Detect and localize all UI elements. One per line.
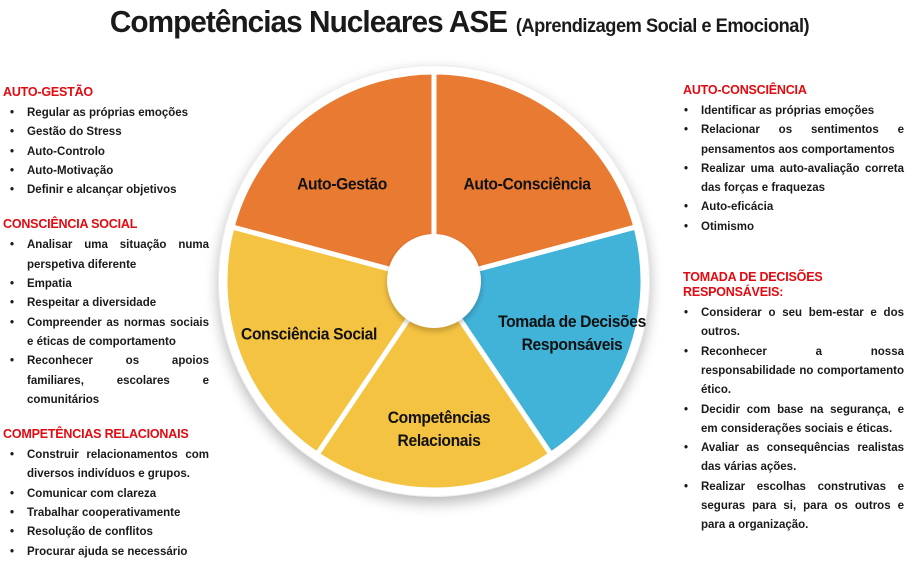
list-item: Realizar escolhas construtivas e seguras… — [683, 478, 904, 536]
list-item: Reconhecer os apoios familiares, escolar… — [3, 352, 209, 410]
list-item: Decidir com base na segurança, e em cons… — [683, 401, 904, 440]
pie-center-hole — [387, 234, 481, 328]
section-tomada-decisoes: TOMADA DE DECISÕES RESPONSÁVEIS: Conside… — [683, 270, 904, 536]
bullet-list-auto-gestao: Regular as próprias emoções Gestão do St… — [3, 104, 209, 201]
list-item: Identificar as próprias emoções — [683, 102, 904, 122]
list-item: Comunicar com clareza — [3, 485, 209, 505]
pie-segment-auto-gestao — [229, 69, 437, 284]
list-item: Gestão do Stress — [3, 123, 209, 143]
list-item: Construir relacionamentos com diversos i… — [3, 446, 209, 485]
list-item: Procurar ajuda se necessário — [3, 543, 209, 563]
section-auto-consciencia: AUTO-CONSCIÊNCIA Identificar as próprias… — [683, 83, 904, 237]
list-item: Analisar uma situação numa perspetiva di… — [3, 236, 209, 275]
pie-segments-group — [222, 69, 646, 493]
list-item: Realizar uma auto-avaliação correta das … — [683, 160, 904, 199]
list-item: Compreender as normas sociais e éticas d… — [3, 314, 209, 353]
pie-segment-label-line: Relacionais — [397, 431, 481, 450]
list-item: Definir e alcançar objetivos — [3, 181, 209, 201]
pie-segment-tomada-de-decisoes-responsaveis — [431, 224, 646, 457]
list-item: Otimismo — [683, 218, 904, 238]
pie-segment-label-auto-gestao: Auto-Gestão — [297, 173, 387, 196]
list-item: Reconhecer a nossa responsabilidade no c… — [683, 343, 904, 401]
list-item: Avaliar as consequências realistas das v… — [683, 439, 904, 478]
section-heading-auto-consciencia: AUTO-CONSCIÊNCIA — [683, 83, 807, 97]
page-title: Competências Nucleares ASE (Aprendizagem… — [18, 4, 900, 40]
pie-segment-label-line: Auto-Consciência — [463, 174, 591, 194]
left-column: AUTO-GESTÃO Regular as próprias emoções … — [3, 85, 209, 579]
bullet-list-consciencia-social: Analisar uma situação numa perspetiva di… — [3, 236, 209, 410]
title-main: Competências Nucleares ASE — [109, 4, 508, 39]
bullet-list-tomada-decisoes: Considerar o seu bem-estar e dos outros.… — [683, 304, 904, 536]
bullet-list-competencias-relacionais: Construir relacionamentos com diversos i… — [3, 446, 209, 562]
title-subtitle: (Aprendizagem Social e Emocional) — [515, 16, 810, 37]
section-heading-competencias-relacionais: COMPETÊNCIAS RELACIONAIS — [3, 427, 189, 442]
list-item: Auto-Controlo — [3, 143, 209, 163]
section-heading-auto-gestao: AUTO-GESTÃO — [3, 85, 93, 99]
list-item: Respeitar a diversidade — [3, 294, 209, 314]
pie-segment-label-line: Auto-Gestão — [297, 174, 387, 194]
pie-segment-auto-consciencia — [431, 69, 639, 284]
list-item: Resolução de conflitos — [3, 523, 209, 543]
pie-segment-label-consciencia-social: Consciência Social — [241, 323, 377, 346]
right-column: AUTO-CONSCIÊNCIA Identificar as próprias… — [683, 83, 904, 553]
list-item: Trabalhar cooperativamente — [3, 504, 209, 524]
list-item: Regular as próprias emoções — [3, 104, 209, 124]
infographic-canvas: Competências Nucleares ASE (Aprendizagem… — [0, 0, 919, 551]
list-item: Auto-Motivação — [3, 162, 209, 182]
list-item: Considerar o seu bem-estar e dos outros. — [683, 304, 904, 343]
pie-segment-label-line: Consciência Social — [241, 324, 377, 344]
pie-segment-competencias-relacionais — [314, 278, 554, 493]
section-auto-gestao: AUTO-GESTÃO Regular as próprias emoções … — [3, 85, 209, 201]
list-item: Auto-eficácia — [683, 198, 904, 218]
list-item: Empatia — [3, 275, 209, 295]
pie-segment-consciencia-social — [222, 224, 437, 457]
bullet-list-auto-consciencia: Identificar as próprias emoções Relacion… — [683, 102, 904, 237]
section-heading-tomada-decisoes: TOMADA DE DECISÕES RESPONSÁVEIS: — [683, 270, 823, 300]
pie-segment-label-line: Responsáveis — [521, 335, 623, 354]
section-consciencia-social: CONSCIÊNCIA SOCIAL Analisar uma situação… — [3, 217, 209, 410]
section-competencias-relacionais: COMPETÊNCIAS RELACIONAIS Construir relac… — [3, 427, 209, 562]
list-item: Relacionar os sentimentos e pensamentos … — [683, 121, 904, 160]
pie-svg — [222, 69, 646, 493]
pie-segment-label-line: Tomada de Decisões — [498, 312, 646, 331]
pie-segment-label-auto-consciencia: Auto-Consciência — [463, 173, 590, 196]
section-heading-consciencia-social: CONSCIÊNCIA SOCIAL — [3, 217, 138, 232]
pie-segment-label-line: Competências — [387, 408, 491, 427]
